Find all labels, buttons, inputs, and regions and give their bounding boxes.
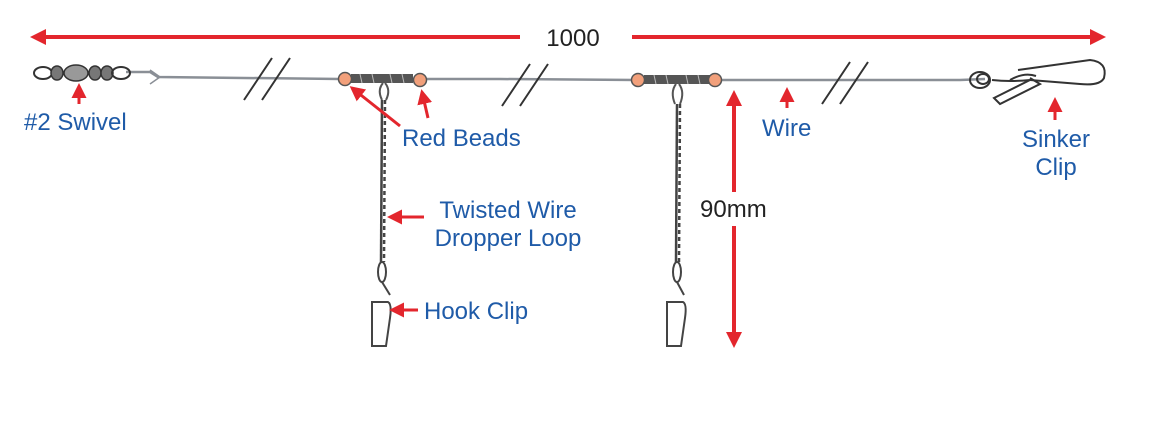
pointer-arrows — [71, 83, 1063, 318]
sinker-clip-label-line2: Clip — [1035, 154, 1076, 181]
main-wire — [126, 69, 986, 85]
red-bead-icon — [412, 72, 428, 88]
break-mark-3 — [821, 61, 869, 105]
dropper-2 — [630, 72, 723, 347]
bead-pointer-right — [417, 89, 433, 119]
dropper-loop-label-line2: Dropper Loop — [435, 225, 582, 252]
total-length-label: 1000 — [546, 25, 599, 52]
dropper-1 — [337, 71, 428, 347]
up-arrowhead-icon — [726, 90, 742, 106]
red-bead-icon — [630, 72, 646, 88]
bead-pointer-left — [349, 86, 401, 128]
red-beads-label: Red Beads — [402, 125, 521, 152]
hook-clip-icon — [371, 301, 392, 347]
sleeve-tube — [351, 74, 413, 83]
hook-clip-icon — [666, 301, 687, 347]
dropper-length-dimension: 90mm — [700, 90, 767, 348]
swivel-icon — [33, 64, 131, 82]
break-mark-2 — [501, 63, 549, 107]
wire-label: Wire — [762, 115, 811, 142]
dropper-length-label: 90mm — [700, 196, 767, 223]
swivel-label: #2 Swivel — [24, 109, 127, 136]
red-bead-icon — [337, 71, 353, 87]
red-bead-icon — [707, 72, 723, 88]
right-arrowhead-icon — [1090, 29, 1106, 45]
hook-clip-label: Hook Clip — [424, 298, 528, 325]
length-dimension: 1000 — [30, 25, 1106, 52]
sinker-clip-icon — [969, 58, 1106, 106]
break-mark-1 — [243, 57, 291, 101]
dropper-loop-label-line1: Twisted Wire — [439, 197, 576, 224]
left-arrowhead-icon — [30, 29, 46, 45]
sinker-clip-label-line1: Sinker — [1022, 126, 1090, 153]
sleeve-tube — [644, 75, 710, 84]
down-arrowhead-icon — [726, 332, 742, 348]
